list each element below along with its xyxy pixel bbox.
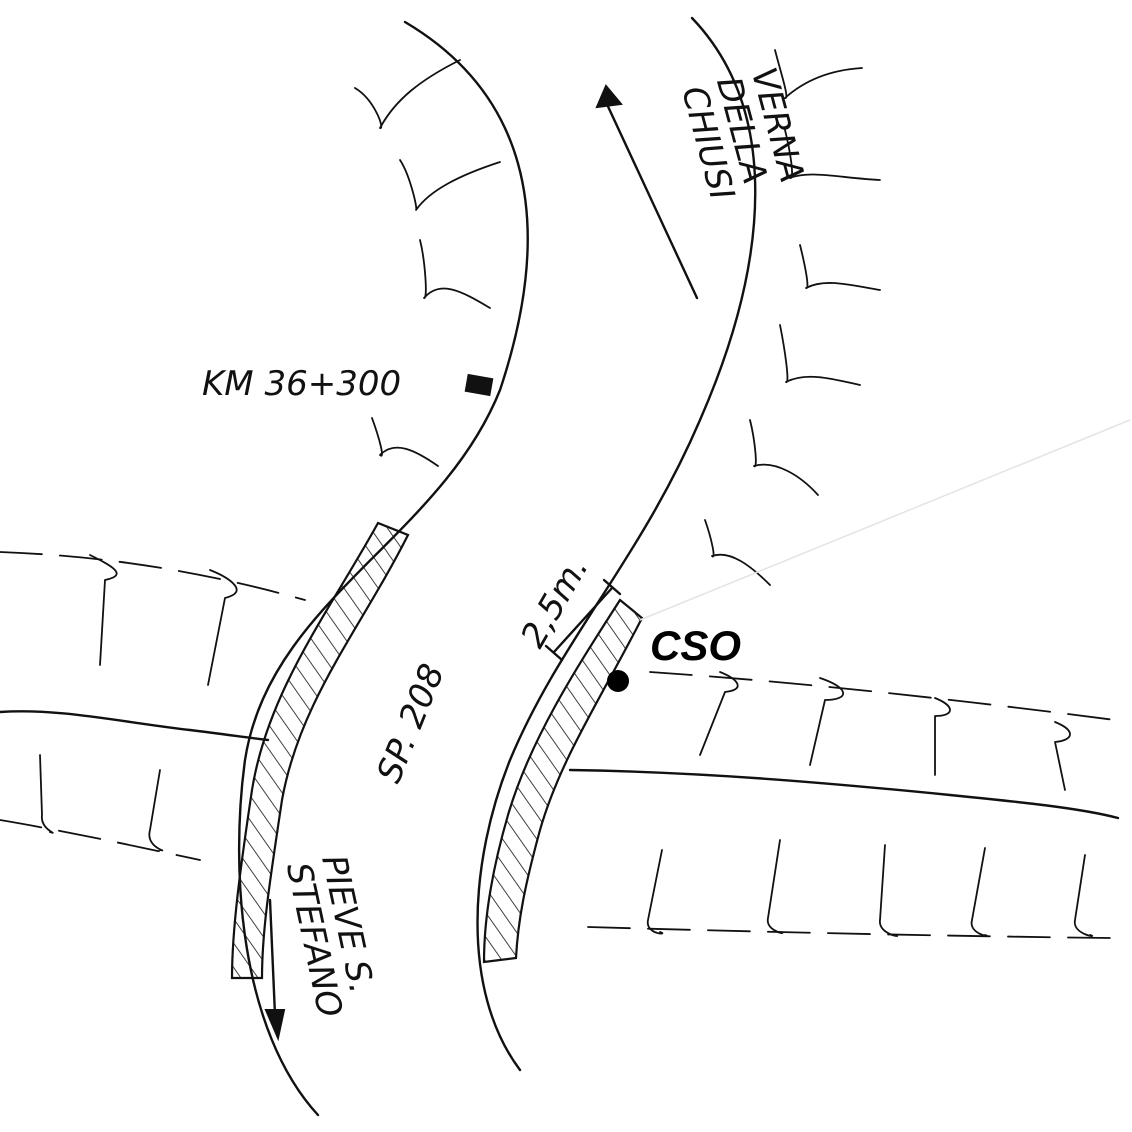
km-marker-label: KM 36+300 (202, 364, 401, 404)
arrow-down-icon (264, 1009, 286, 1042)
arrow-up-icon (595, 84, 623, 109)
bank-line-right-upper (649, 671, 1116, 721)
distance-dimension (544, 578, 622, 662)
faint-reference-line (639, 419, 1131, 621)
slope-ticks-left-bank (39, 554, 238, 852)
bank-line-right-lower (587, 926, 1111, 939)
cso-label: CSO (650, 622, 741, 669)
bank-line-left-upper (0, 551, 306, 601)
slope-ticks-right-bank (647, 671, 1094, 937)
slope-ticks-upper-left (354, 59, 501, 467)
left-shoulder-hatched (230, 521, 410, 980)
km-marker-icon (464, 373, 494, 397)
arrow-north-direction (595, 84, 699, 300)
cso-point-icon (607, 670, 629, 692)
road-right-edge (476, 16, 757, 1072)
bank-line-left-lower (0, 819, 201, 861)
watercourse-right (568, 768, 1120, 820)
road-name-label: SP. 208 (369, 658, 453, 788)
arrow-south-direction (264, 898, 286, 1042)
distance-label: 2,5m. (513, 550, 597, 655)
direction-north-label: CHIUSI DELLA VERNA (673, 63, 811, 204)
watercourse-left (0, 710, 270, 742)
right-shoulder-hatched (482, 598, 644, 964)
slope-ticks-upper-right (704, 49, 881, 586)
direction-south-label: PIEVE S. STEFANO (278, 852, 381, 1021)
